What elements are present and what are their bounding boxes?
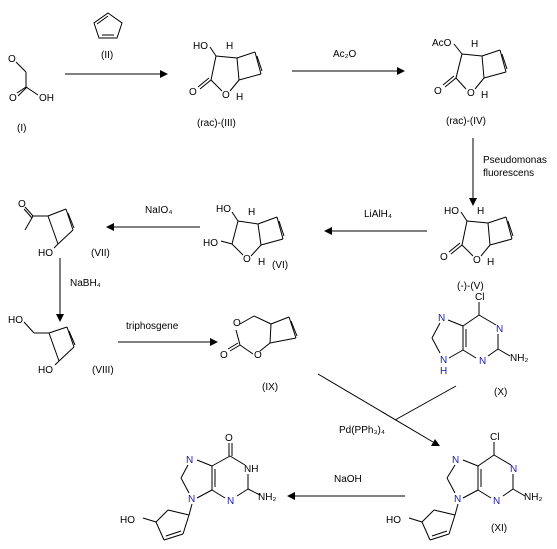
reagent-ac2o: Ac₂O [333, 49, 357, 60]
reaction-arrows [56, 67, 477, 500]
svg-text:N: N [496, 324, 503, 335]
svg-text:NH: NH [244, 464, 258, 475]
reagent-fluorescens: fluorescens [483, 168, 534, 179]
svg-text:Cl: Cl [475, 292, 484, 303]
reagent-naio4: NaIO₄ [145, 205, 172, 216]
compound-xi: Cl N NH₂ N N N HO (XI) [386, 432, 542, 541]
svg-text:H: H [481, 90, 488, 101]
compound-iv: AcO O O H H (rac)-(IV) [432, 38, 508, 127]
label-compound-i: (I) [17, 123, 26, 134]
compound-ix: O O O (IX) [220, 315, 298, 393]
svg-text:N: N [186, 455, 193, 466]
svg-text:N: N [479, 356, 486, 367]
svg-text:H: H [258, 257, 265, 268]
svg-text:HO: HO [444, 206, 459, 217]
svg-text:O: O [220, 350, 228, 361]
compound-iii: HO O O H H (rac)-(III) [189, 41, 263, 129]
arrow-i-to-iii-head [160, 70, 168, 78]
svg-text:HO: HO [8, 315, 23, 326]
svg-text:H: H [487, 257, 494, 268]
svg-text:HO: HO [38, 248, 53, 259]
compound-vii: O HO (VII) [18, 199, 110, 259]
svg-text:HO: HO [38, 365, 53, 376]
svg-text:H: H [477, 206, 484, 217]
svg-text:H: H [471, 39, 478, 50]
svg-text:N: N [227, 496, 234, 507]
svg-text:N: N [452, 455, 459, 466]
arrow-vi-to-vii-head [106, 223, 114, 231]
compound-i: O O OH (I) [8, 54, 54, 134]
label-compound-ix: (IX) [262, 382, 278, 393]
label-compound-iv: (rac)-(IV) [446, 116, 486, 127]
arrow-xi-to-final-head [287, 492, 295, 500]
label-compound-viii: (VIII) [92, 365, 114, 376]
svg-text:O: O [440, 252, 448, 263]
arrow-x-join [394, 385, 457, 421]
svg-text:OH: OH [39, 93, 54, 104]
svg-text:O: O [467, 88, 475, 99]
svg-text:O: O [233, 318, 241, 329]
label-compound-x: (X) [494, 387, 507, 398]
svg-text:HO: HO [193, 41, 208, 52]
compound-final: O NH NH₂ N N N HO [120, 433, 276, 541]
svg-text:H: H [440, 366, 447, 377]
label-compound-xi: (XI) [491, 523, 507, 534]
svg-text:N: N [438, 313, 445, 324]
svg-text:N: N [440, 355, 447, 366]
svg-text:NH₂: NH₂ [258, 492, 276, 503]
svg-text:HO: HO [216, 204, 231, 215]
compound-x: Cl N NH₂ N N N H (X) [431, 292, 528, 398]
reagent-triphosgene: triphosgene [126, 321, 179, 332]
reagent-pd: Pd(PPh₃)₄ [339, 425, 385, 436]
compound-v: HO O O H H (-)-(V) [440, 206, 514, 292]
svg-text:H: H [248, 207, 255, 218]
compound-ii: (II) [93, 12, 123, 61]
arrow-viii-to-ix-head [210, 338, 218, 346]
svg-text:O: O [222, 90, 230, 101]
svg-text:HO: HO [120, 515, 135, 526]
svg-text:O: O [243, 254, 251, 265]
svg-text:Cl: Cl [490, 432, 499, 443]
svg-text:O: O [8, 54, 16, 65]
svg-text:NH₂: NH₂ [510, 353, 528, 364]
compound-vi: HO O HO H H (VI) [203, 204, 288, 271]
svg-text:HO: HO [386, 515, 401, 526]
svg-text:AcO: AcO [432, 38, 452, 49]
svg-text:N: N [454, 494, 461, 505]
arrow-iii-to-iv-head [397, 67, 405, 75]
svg-text:O: O [434, 86, 442, 97]
arrow-ix-to-xi [317, 373, 434, 443]
reagent-lialh4: LiAlH₄ [364, 209, 392, 220]
arrow-iv-to-v-head [469, 198, 477, 206]
svg-text:O: O [9, 93, 17, 104]
label-compound-iii: (rac)-(III) [197, 118, 236, 129]
svg-text:H: H [226, 41, 233, 52]
svg-text:N: N [510, 464, 517, 475]
svg-text:HO: HO [203, 238, 218, 249]
svg-text:O: O [225, 433, 233, 444]
svg-text:N: N [188, 494, 195, 505]
reagent-labels: Ac₂O Pseudomonas fluorescens LiAlH₄ NaIO… [70, 49, 547, 485]
arrow-ix-to-xi-head [431, 439, 440, 446]
reagent-naoh: NaOH [334, 474, 362, 485]
svg-text:O: O [254, 350, 262, 361]
svg-text:O: O [473, 255, 481, 266]
compound-viii: HO HO (VIII) [8, 315, 114, 376]
label-compound-v: (-)-(V) [457, 281, 484, 292]
label-compound-vii: (VII) [91, 248, 110, 259]
svg-text:H: H [236, 92, 243, 103]
reagent-pseudomonas: Pseudomonas [483, 155, 547, 166]
svg-text:O: O [18, 199, 26, 210]
svg-text:NH₂: NH₂ [524, 492, 542, 503]
arrow-vii-to-viii-head [56, 314, 64, 322]
svg-text:N: N [493, 496, 500, 507]
arrow-v-to-vi-head [324, 227, 332, 235]
label-compound-ii: (II) [101, 50, 113, 61]
label-compound-vi: (VI) [272, 260, 288, 271]
reagent-nabh4: NaBH₄ [70, 278, 101, 289]
svg-text:O: O [189, 87, 197, 98]
